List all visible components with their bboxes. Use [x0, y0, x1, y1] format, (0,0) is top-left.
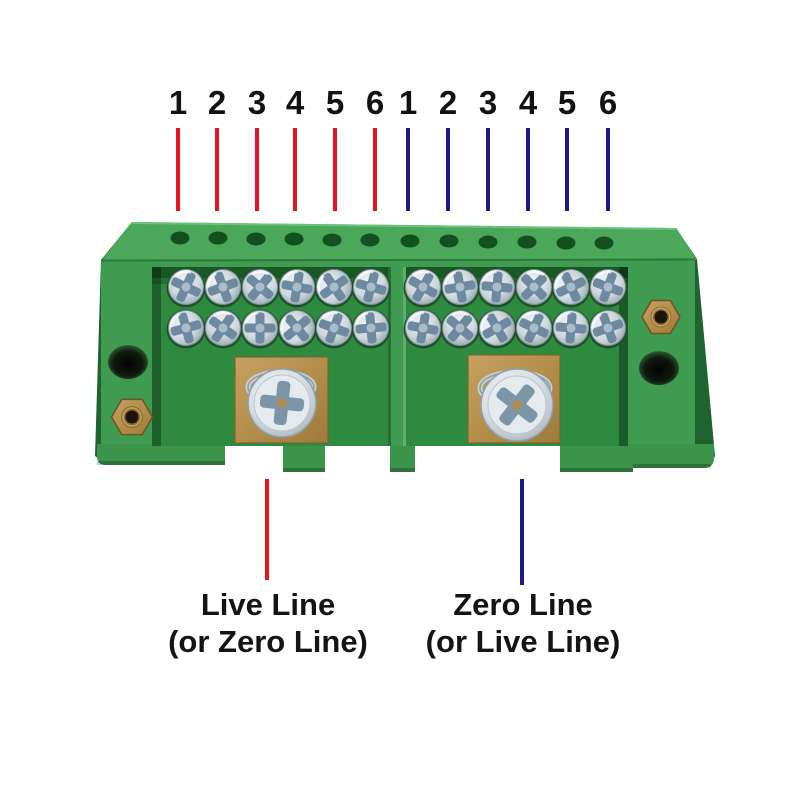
leader-line-red	[176, 128, 180, 211]
leader-line-red	[333, 128, 337, 211]
din-rail-feet	[97, 444, 714, 472]
leader-line-red	[215, 128, 219, 211]
live-line-pointer	[265, 479, 269, 580]
leader-line-red	[293, 128, 297, 211]
recess-right-shadow	[619, 267, 628, 446]
zero-line-label-line2: (or Live Line)	[425, 624, 621, 659]
zero-line-label: Zero Line (or Live Line)	[426, 586, 621, 660]
terminal-number-label: 4	[518, 84, 538, 121]
terminal-number-label: 3	[478, 84, 498, 121]
terminal-number-label: 3	[247, 84, 267, 121]
leader-line-blue	[526, 128, 530, 211]
foot-left-slab	[97, 444, 225, 465]
main-terminal-screw-left	[245, 368, 317, 438]
block-right-side-face	[676, 228, 715, 466]
terminal-number-label: 6	[365, 84, 385, 121]
foot-center-right	[390, 444, 415, 472]
leader-line-red	[373, 128, 377, 211]
foot-center-left	[283, 444, 325, 472]
mounting-hole-left	[108, 345, 148, 379]
terminal-number-label: 4	[285, 84, 305, 121]
terminal-number-label: 1	[168, 84, 188, 121]
main-terminal-screw-right	[477, 368, 554, 442]
wire-entry-holes	[170, 231, 614, 250]
block-top-face	[101, 222, 697, 261]
top-edge-highlight	[131, 222, 677, 230]
leader-line-blue	[406, 128, 410, 211]
terminal-screw	[241, 309, 279, 347]
terminal-number-label: 2	[438, 84, 458, 121]
leader-line-blue	[446, 128, 450, 211]
brass-hex-insert-right	[641, 299, 681, 335]
terminal-number-label: 5	[325, 84, 345, 121]
leader-line-red	[255, 128, 259, 211]
zero-line-label-line1: Zero Line	[453, 587, 593, 622]
live-line-label-line1: Live Line	[200, 587, 336, 622]
front-top-edge	[100, 258, 696, 262]
live-line-label-line2: (or Zero Line)	[168, 624, 368, 659]
zero-line-pointer	[520, 479, 524, 585]
terminal-number-label: 5	[557, 84, 577, 121]
leader-line-blue	[486, 128, 490, 211]
mounting-hole-right	[639, 351, 679, 385]
leader-line-blue	[606, 128, 610, 211]
foot-right	[560, 444, 633, 472]
terminal-number-label: 6	[598, 84, 618, 121]
terminal-number-label: 2	[207, 84, 227, 121]
live-line-label: Live Line (or Zero Line)	[168, 586, 368, 660]
brass-hex-insert-left	[110, 398, 154, 436]
recess-left-shadow	[152, 267, 161, 446]
terminal-number-label: 1	[398, 84, 418, 121]
foot-right-slab	[633, 444, 714, 468]
leader-line-blue	[565, 128, 569, 211]
center-divider	[388, 267, 406, 446]
